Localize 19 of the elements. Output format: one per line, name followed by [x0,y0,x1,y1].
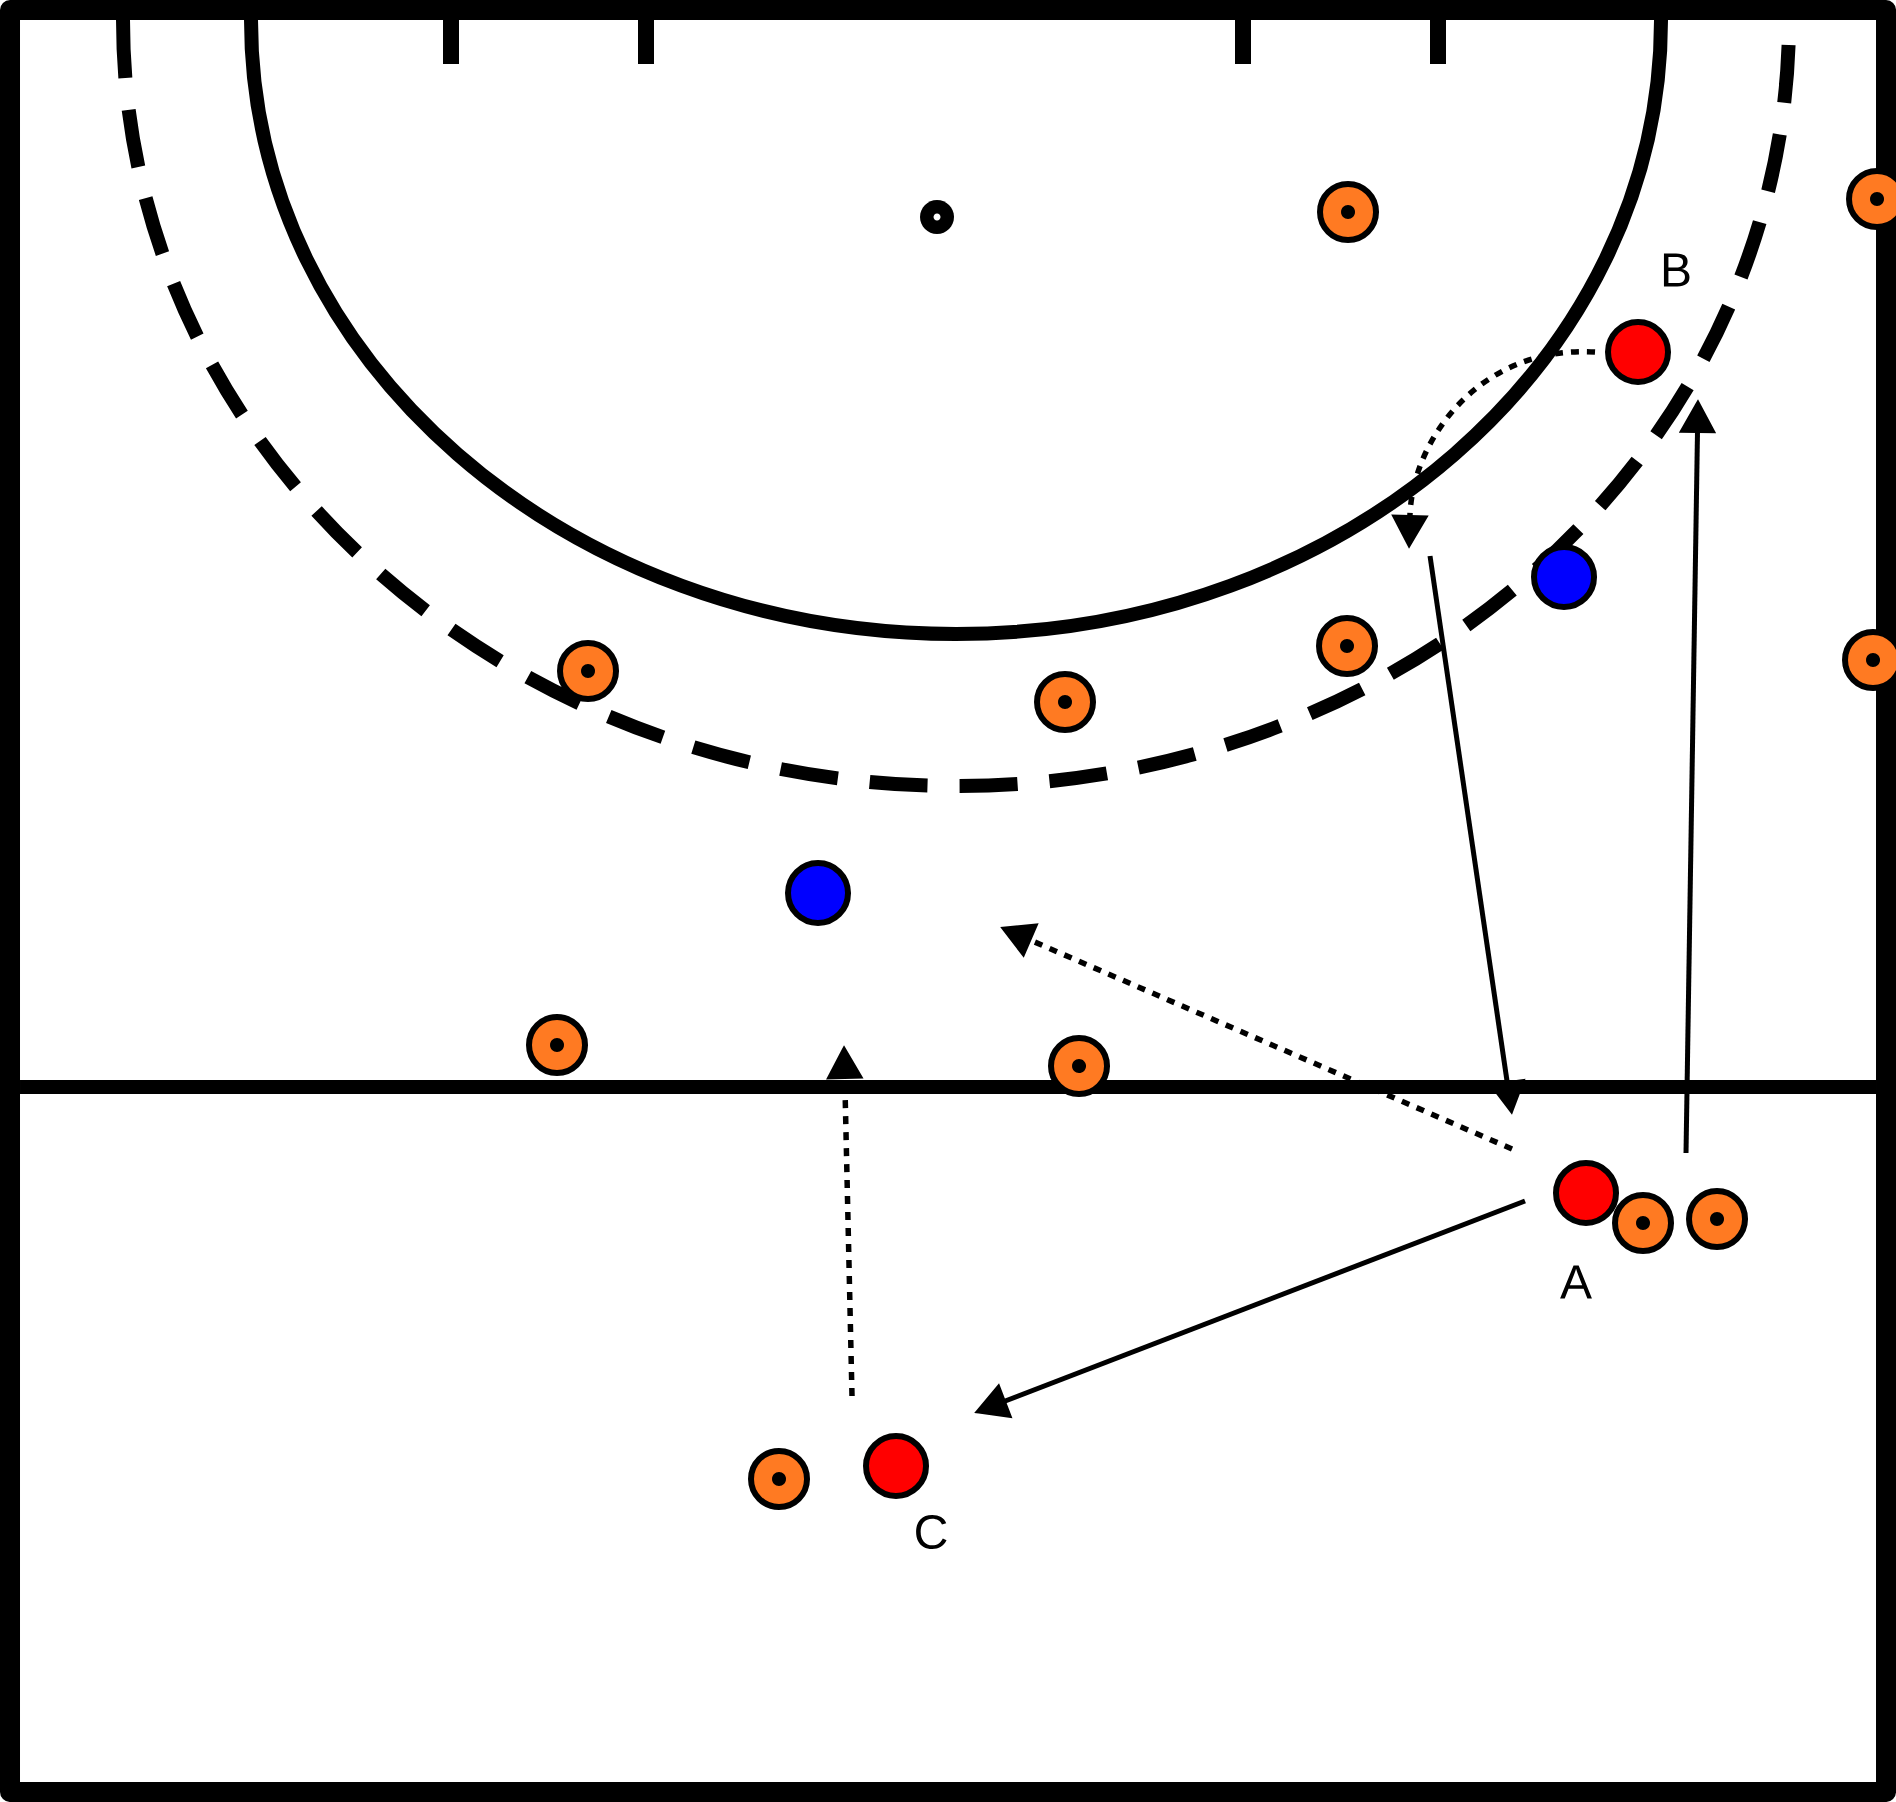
cone-marker [1048,1035,1110,1097]
player-label: A [1560,1265,1592,1299]
player-marker [1553,1160,1619,1226]
cone-marker [557,640,619,702]
cone-marker [1034,671,1096,733]
cone-marker [1846,168,1896,230]
cone-marker [1612,1192,1674,1254]
player-label: B [1663,253,1690,287]
player-marker [863,1433,929,1499]
cone-marker [1686,1188,1748,1250]
cone-marker [1317,181,1379,243]
player-marker [1531,544,1597,610]
player-marker [785,860,851,926]
cone-marker [1842,629,1896,691]
cone-marker [1316,615,1378,677]
player-marker [1605,319,1671,385]
cone-marker [748,1448,810,1510]
cone-marker [526,1014,588,1076]
player-label: C [916,1515,947,1549]
